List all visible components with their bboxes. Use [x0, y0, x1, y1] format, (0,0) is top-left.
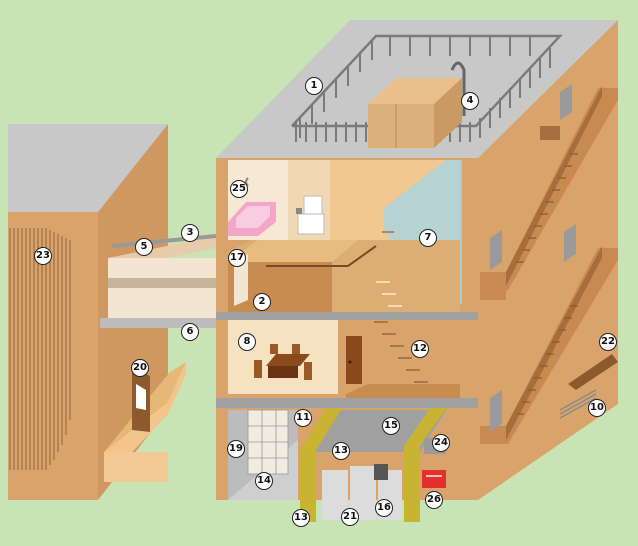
ext-stair-mid-landing	[480, 288, 506, 300]
stair-2f-steps	[376, 281, 402, 307]
elevator-box	[374, 464, 388, 480]
label-5: 5	[135, 238, 153, 256]
floor-divider-1	[216, 398, 478, 408]
label-20: 20	[131, 359, 149, 377]
label-1: 1	[305, 77, 323, 95]
label-21: 21	[341, 508, 359, 526]
roof-vent-pipe	[450, 61, 466, 116]
label-25: 25	[230, 180, 248, 198]
stair-1f-landing	[346, 384, 460, 398]
label-8: 8	[238, 333, 256, 351]
label-6: 6	[181, 323, 199, 341]
dining-table-legs	[268, 366, 298, 378]
bridge-body	[108, 258, 216, 320]
left-tower-roof	[8, 124, 168, 212]
floor2-landing-top	[228, 240, 358, 262]
bridge-stripe	[108, 278, 216, 288]
label-17: 17	[228, 249, 246, 267]
ext-stair-lower-steps	[516, 305, 578, 415]
label-3: 3	[181, 224, 199, 242]
side-door-3	[564, 224, 576, 262]
side-door-1	[560, 84, 572, 120]
elevator-rails	[300, 408, 446, 522]
roof-box-front	[368, 104, 434, 148]
floor2-landing-door	[234, 254, 248, 306]
left-balcony-door-glass	[136, 384, 146, 410]
ext-stair-lower-rail	[506, 246, 602, 440]
ext-stair-upper-rail2	[540, 126, 560, 140]
roof-box-side	[434, 78, 462, 148]
left-balcony-front	[104, 452, 168, 482]
tile-wall	[247, 409, 289, 475]
dining-table	[266, 354, 310, 366]
cabinet-red	[422, 470, 446, 488]
toilet-paper	[296, 208, 302, 214]
bathtub-inner	[236, 206, 270, 228]
bridge-bottom	[100, 318, 216, 328]
label-15: 15	[382, 417, 400, 435]
side-door-2	[490, 230, 502, 270]
label-10: 10	[588, 399, 606, 417]
label-12: 12	[411, 340, 429, 358]
ext-stair-upper-steps	[516, 153, 578, 263]
label-7: 7	[419, 229, 437, 247]
label-19: 19	[227, 440, 245, 458]
floor-divider-2	[216, 312, 478, 320]
label-13b: 13	[292, 509, 310, 527]
label-23: 23	[34, 247, 52, 265]
ext-stair-upper-rail	[506, 86, 602, 286]
label-16: 16	[375, 499, 393, 517]
label-22: 22	[599, 333, 617, 351]
label-4: 4	[461, 92, 479, 110]
label-26: 26	[425, 491, 443, 509]
label-24: 24	[432, 434, 450, 452]
label-11: 11	[294, 409, 312, 427]
door-1f	[346, 336, 362, 384]
dining-chairs	[254, 344, 312, 380]
label-2: 2	[253, 293, 271, 311]
label-14: 14	[255, 472, 273, 490]
side-canopy	[568, 354, 618, 390]
left-tower-ribs	[9, 228, 71, 470]
bridge-rail	[111, 234, 217, 248]
label-13a: 13	[332, 442, 350, 460]
roof-box-top	[368, 78, 462, 104]
side-door-4	[490, 390, 502, 432]
toilet	[297, 195, 325, 235]
